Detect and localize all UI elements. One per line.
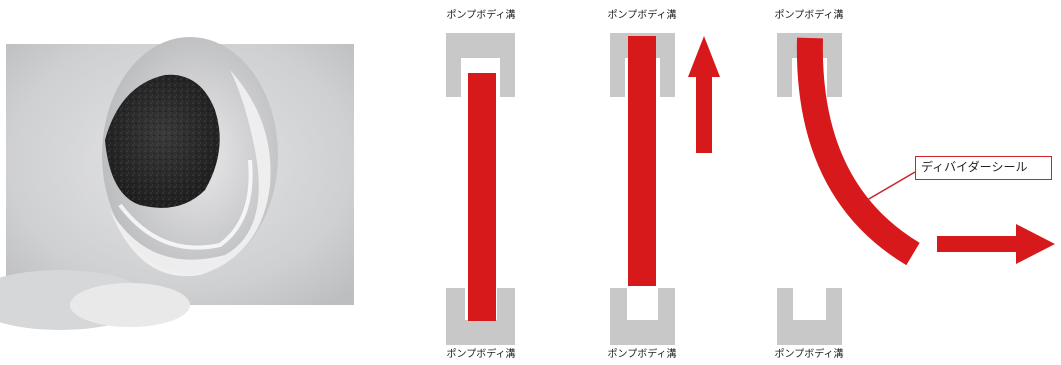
divider-seal-bar-2 (628, 36, 656, 286)
up-arrow (688, 36, 720, 153)
pump-body-groove-bottom-2 (610, 288, 675, 345)
seal-diagram-2 (610, 33, 720, 345)
seal-photo (0, 37, 354, 330)
seal-diagram-1 (446, 33, 515, 345)
divider-seal-bar-1 (468, 73, 496, 321)
right-arrow (937, 224, 1055, 264)
divider-seal-bent (796, 37, 920, 266)
pump-body-groove-top-1 (446, 33, 515, 97)
pump-body-groove-label-top-3: ポンプボディ溝 (774, 10, 844, 21)
pump-body-groove-top-3 (777, 33, 842, 97)
seal-diagram-3 (777, 33, 1055, 345)
pump-body-groove-label-bottom-3: ポンプボディ溝 (774, 349, 844, 360)
pump-body-groove-bottom-1 (446, 288, 515, 345)
callout-leader (861, 171, 916, 204)
pump-body-groove-label-top-1: ポンプボディ溝 (446, 10, 516, 21)
pump-body-groove-bottom-3 (777, 288, 842, 345)
pump-body-groove-label-bottom-1: ポンプボディ溝 (446, 349, 516, 360)
pump-body-groove-label-bottom-2: ポンプボディ溝 (607, 349, 677, 360)
pump-body-groove-label-top-2: ポンプボディ溝 (607, 10, 677, 21)
divider-seal-callout: ディバイダーシール (915, 156, 1052, 180)
pump-body-groove-top-2 (610, 33, 675, 97)
